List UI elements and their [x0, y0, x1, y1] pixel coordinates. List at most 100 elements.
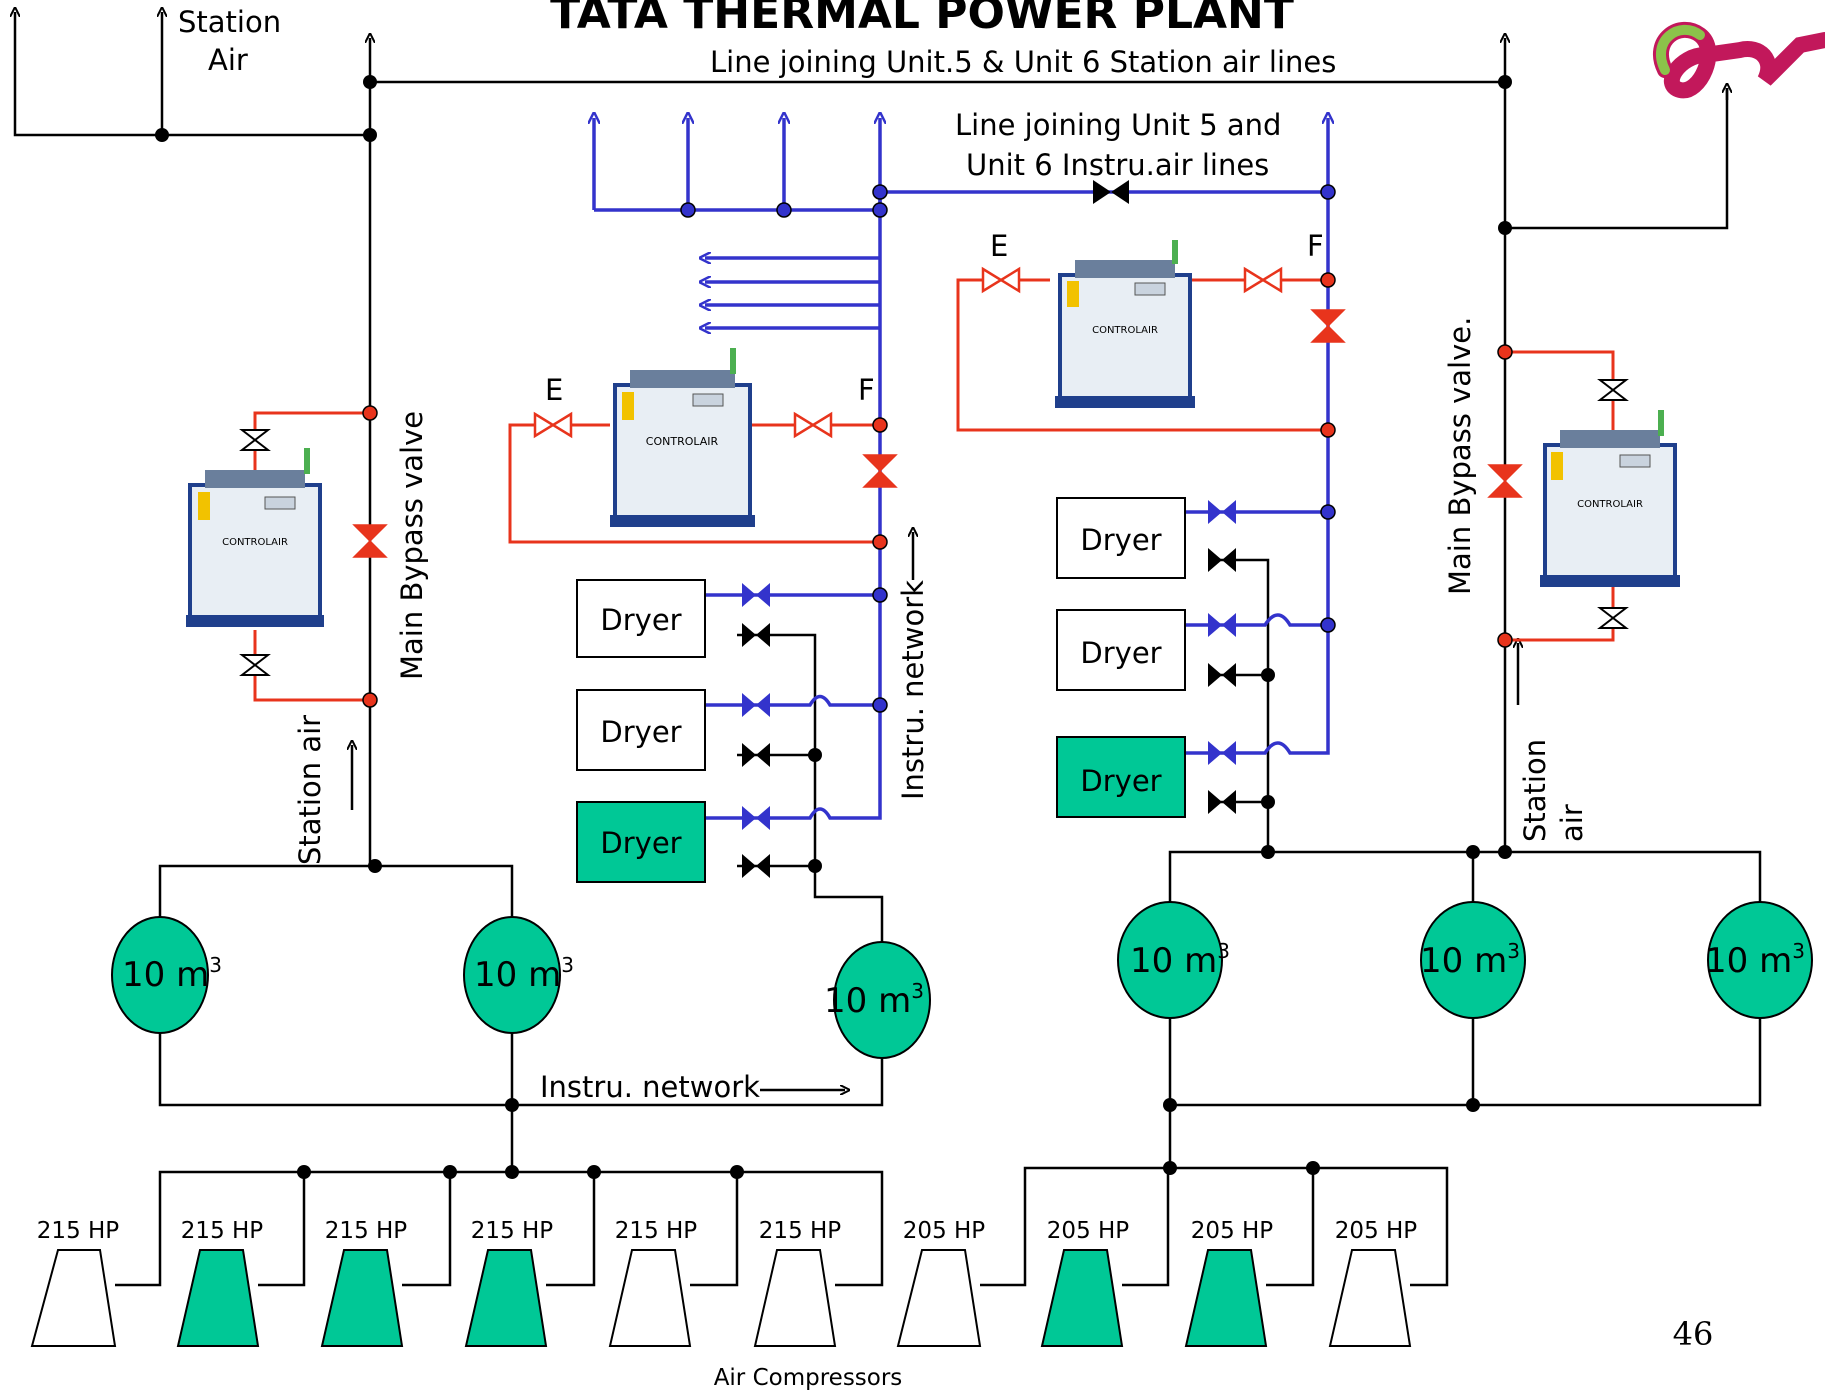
compressor-rating: 215 HP: [181, 1218, 264, 1244]
dryer-label: Dryer: [600, 603, 681, 637]
instru-line-label-2: Unit 6 Instru.air lines: [966, 148, 1269, 182]
dryer-valve-black-5: [1208, 663, 1236, 687]
receiver-tank: 10 m3: [463, 916, 574, 1034]
air-compressor[interactable]: 215 HP: [30, 1218, 120, 1347]
instru-line-label-1: Line joining Unit 5 and: [955, 108, 1281, 142]
valve-right-top: [1597, 379, 1629, 401]
receiver-tank: 10 m3: [111, 916, 222, 1034]
valve-e-right: [981, 266, 1021, 294]
valve-f-right: [1243, 266, 1283, 294]
dryer[interactable]: Dryer: [576, 579, 706, 658]
compressor-rating: 215 HP: [325, 1218, 408, 1244]
air-compressor[interactable]: 205 HP: [1040, 1218, 1130, 1347]
instru-network-vertical-label: Instru. network: [896, 580, 930, 800]
dryer-valve-blue-2: [742, 693, 770, 717]
dryer-label: Dryer: [1080, 636, 1161, 670]
godrej-logo: [1653, 22, 1825, 99]
dryer-valve-blue-5: [1208, 613, 1236, 637]
air-compressor[interactable]: 215 HP: [176, 1218, 264, 1347]
valve-left-top: [239, 429, 271, 451]
page-title: TATA THERMAL POWER PLANT: [550, 0, 1294, 39]
station-air-right-label-2: air: [1555, 804, 1589, 842]
svg-text:CONTROLAIR: CONTROLAIR: [1577, 499, 1643, 510]
air-compressor[interactable]: 205 HP: [1184, 1218, 1274, 1347]
svg-text:10 m3: 10 m3: [1420, 939, 1520, 981]
valve-right-bottom: [1597, 607, 1629, 629]
svg-text:CONTROLAIR: CONTROLAIR: [646, 435, 719, 448]
compressor-rating: 205 HP: [1047, 1218, 1130, 1244]
controlair-unit-right: CONTROLAIR: [1540, 410, 1680, 587]
compressor-rating: 205 HP: [903, 1218, 986, 1244]
receiver-tank: 10 m3: [1117, 901, 1230, 1019]
receiver-tank: 10 m3: [824, 941, 931, 1059]
dryer-valve-black-3: [742, 854, 770, 878]
air-compressor[interactable]: 215 HP: [753, 1218, 842, 1347]
main-bypass-valve-left: [352, 524, 388, 558]
compressor-rating: 205 HP: [1335, 1218, 1418, 1244]
svg-text:10 m3: 10 m3: [122, 953, 222, 995]
station-air-network: [15, 12, 1762, 1287]
dryer-valve-black-1: [742, 623, 770, 647]
valve-f-label-left: F: [858, 373, 875, 407]
dryer[interactable]: Dryer: [576, 689, 706, 771]
air-compressor[interactable]: 215 HP: [464, 1218, 554, 1347]
dryer[interactable]: Dryer: [1056, 497, 1186, 579]
station-air-right-label-1: Station: [1518, 739, 1552, 842]
receiver-tank: 10 m3: [1705, 901, 1813, 1019]
dryer-valve-blue-6: [1208, 741, 1236, 765]
dryer-label: Dryer: [1080, 523, 1161, 557]
air-compressors-caption: Air Compressors: [714, 1365, 903, 1390]
dryer-valve-black-4: [1208, 548, 1236, 572]
station-air-top-label: Station: [178, 5, 281, 39]
station-air-left-label: Station air: [293, 715, 327, 865]
valve-left-bottom: [239, 654, 271, 676]
compressor-rating: 215 HP: [37, 1218, 120, 1244]
dryer-label: Dryer: [600, 715, 681, 749]
valve-f-label-right: F: [1307, 229, 1324, 263]
bypass-valve-mid-right: [1310, 309, 1346, 343]
junction-dots: [155, 75, 1513, 1179]
compressor-rating: 215 HP: [759, 1218, 842, 1244]
dryer-label: Dryer: [1080, 764, 1161, 798]
air-compressor[interactable]: 205 HP: [1328, 1218, 1418, 1347]
compressor-rating: 215 HP: [471, 1218, 554, 1244]
air-compressor[interactable]: 205 HP: [896, 1218, 986, 1347]
svg-text:10 m3: 10 m3: [1130, 939, 1230, 981]
dryer[interactable]: Dryer: [576, 801, 706, 883]
dryer[interactable]: Dryer: [1056, 609, 1186, 691]
svg-text:CONTROLAIR: CONTROLAIR: [1092, 325, 1158, 336]
valve-f-left: [793, 411, 833, 439]
main-bypass-label-left: Main Bypass valve: [395, 411, 429, 680]
controlair-unit-center-right: CONTROLAIR: [1055, 240, 1195, 408]
svg-text:10 m3: 10 m3: [1705, 939, 1805, 981]
dryer[interactable]: Dryer: [1056, 736, 1186, 818]
instru-network-horizontal-label: Instru. network: [540, 1070, 760, 1104]
controlair-unit-left: CONTROLAIR: [186, 448, 324, 627]
receiver-tank: 10 m3: [1420, 901, 1526, 1019]
valve-e-label-right: E: [990, 229, 1008, 263]
compressor-rating: 205 HP: [1191, 1218, 1274, 1244]
station-line-label: Line joining Unit.5 & Unit 6 Station air…: [710, 45, 1336, 79]
svg-text:CONTROLAIR: CONTROLAIR: [222, 537, 288, 548]
valve-e-left: [533, 411, 573, 439]
page-number: 46: [1673, 1315, 1714, 1353]
dryer-valve-black-6: [1208, 790, 1236, 814]
main-bypass-valve-right: [1487, 464, 1523, 498]
air-compressor[interactable]: 215 HP: [608, 1218, 698, 1347]
instru-interconnect-valve: [1093, 180, 1129, 204]
compressor-rating: 215 HP: [615, 1218, 698, 1244]
svg-text:10 m3: 10 m3: [474, 953, 574, 995]
dryer-valve-black-2: [742, 743, 770, 767]
air-compressor[interactable]: 215 HP: [320, 1218, 408, 1347]
valves[interactable]: [239, 180, 1629, 878]
main-bypass-label-right: Main Bypass valve.: [1443, 317, 1477, 595]
bypass-valve-mid-left: [862, 454, 898, 488]
controlair-unit-center-left: CONTROLAIR: [610, 348, 755, 527]
station-air-top-label-2: Air: [208, 43, 248, 77]
dryer-valve-blue-1: [742, 583, 770, 607]
bypass-loops: [253, 278, 1615, 702]
svg-text:10 m3: 10 m3: [824, 979, 924, 1021]
valve-e-label-left: E: [545, 373, 563, 407]
dryer-valve-blue-3: [742, 806, 770, 830]
